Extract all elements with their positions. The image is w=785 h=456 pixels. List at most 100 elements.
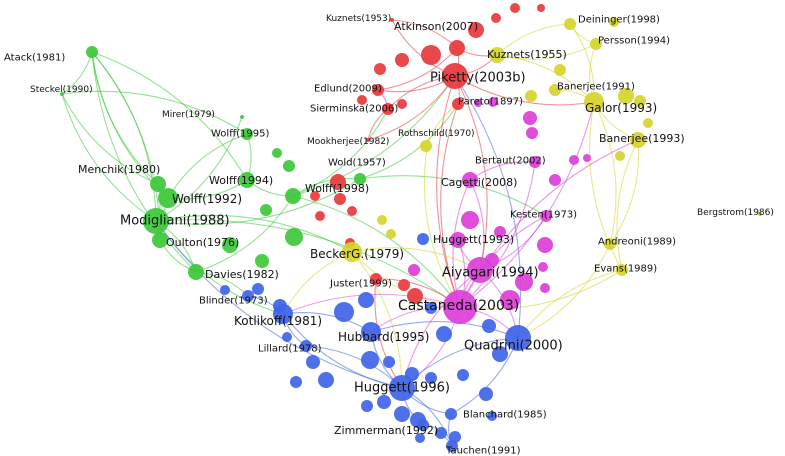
- network-node-galor1993[interactable]: [584, 92, 604, 112]
- network-node-castaneda2003[interactable]: [443, 290, 477, 324]
- network-node-bertaut2002[interactable]: [529, 156, 541, 168]
- network-node-banerjee1991[interactable]: [549, 84, 561, 96]
- network-node-unlabeled: [398, 279, 410, 291]
- network-node-unlabeled: [435, 427, 447, 439]
- network-node-unlabeled: [310, 191, 320, 201]
- network-node-juster1999[interactable]: [370, 273, 382, 285]
- network-node-oulton1976[interactable]: [152, 232, 168, 248]
- citation-link: [155, 178, 361, 225]
- network-node-unlabeled: [386, 229, 396, 239]
- node-label-menchik1980: Menchik(1980): [78, 163, 160, 176]
- network-node-edlund2009[interactable]: [372, 84, 384, 96]
- citation-link: [609, 139, 640, 245]
- network-node-unlabeled: [315, 211, 325, 221]
- node-label-lillard1978: Lillard(1978): [258, 344, 322, 355]
- network-node-pareto1897[interactable]: [452, 98, 464, 110]
- node-label-modigliani1988: Modigliani(1988): [120, 214, 230, 229]
- network-node-modigliani1988[interactable]: [143, 208, 169, 234]
- network-node-wold1957[interactable]: [354, 173, 366, 185]
- network-node-bergstrom1986[interactable]: [758, 212, 762, 216]
- network-node-wolff1995[interactable]: [241, 128, 253, 140]
- network-node-lillard1978[interactable]: [300, 340, 312, 352]
- citation-link: [61, 93, 159, 185]
- citation-link: [454, 75, 595, 106]
- network-node-mookherjee1982[interactable]: [366, 138, 370, 142]
- node-label-atkinson2007: Atkinson(2007): [394, 20, 478, 33]
- network-node-quadrini2000[interactable]: [505, 325, 531, 351]
- citation-link: [292, 195, 461, 308]
- network-node-unlabeled: [285, 228, 303, 246]
- network-node-unlabeled: [347, 206, 357, 216]
- network-node-sierminska2006[interactable]: [382, 103, 394, 115]
- network-node-davies1982[interactable]: [188, 264, 204, 280]
- network-node-unlabeled: [537, 237, 553, 253]
- node-label-beckerg1979: BeckerG.(1979): [310, 247, 404, 261]
- network-node-mirer1979[interactable]: [240, 115, 244, 119]
- network-node-kuznets1955[interactable]: [489, 47, 505, 63]
- network-node-unlabeled: [540, 283, 550, 293]
- node-label-blinder1973: Blinder(1973): [199, 296, 268, 307]
- node-label-cagetti2008: Cagetti(2008): [441, 176, 517, 189]
- network-node-hubbard1995[interactable]: [361, 322, 381, 342]
- citation-link: [155, 219, 461, 308]
- network-node-huggett1993[interactable]: [450, 232, 466, 248]
- citation-link: [589, 101, 623, 271]
- network-node-menchik1980[interactable]: [150, 176, 166, 192]
- network-node-andreoni1989[interactable]: [604, 238, 616, 250]
- citation-link: [359, 103, 459, 180]
- network-node-huggett1996[interactable]: [389, 375, 415, 401]
- citation-link: [351, 251, 403, 389]
- network-node-atack1981[interactable]: [86, 46, 98, 58]
- network-node-cagetti2008[interactable]: [462, 172, 478, 188]
- node-label-bergstrom1986: Bergstrom(1986): [697, 208, 774, 218]
- network-node-persson1994[interactable]: [590, 38, 602, 50]
- network-node-wolff1994[interactable]: [239, 172, 255, 188]
- network-node-kotlikoff1981[interactable]: [273, 304, 293, 324]
- network-node-unlabeled: [461, 211, 479, 229]
- network-node-unlabeled: [260, 204, 272, 216]
- network-node-wolff1998[interactable]: [285, 188, 301, 204]
- node-label-wolff1994: Wolff(1994): [209, 174, 273, 187]
- network-node-wolff1992[interactable]: [158, 188, 178, 208]
- node-label-hubbard1995: Hubbard(1995): [338, 330, 429, 344]
- network-node-unlabeled: [468, 22, 484, 38]
- network-node-unlabeled: [482, 319, 496, 333]
- network-node-atkinson2007[interactable]: [449, 40, 465, 56]
- network-node-unlabeled: [383, 356, 395, 368]
- node-label-pareto1897: Pareto(1897): [458, 97, 523, 108]
- network-node-piketty2003b[interactable]: [442, 63, 468, 89]
- network-node-unlabeled: [415, 433, 425, 443]
- node-label-sierminska2006: Sierminska(2006): [310, 104, 398, 115]
- network-node-unlabeled: [420, 140, 432, 152]
- network-node-unlabeled: [487, 411, 497, 421]
- network-node-steckel1990[interactable]: [60, 92, 64, 96]
- network-node-deininger1998[interactable]: [564, 18, 576, 30]
- network-node-rothschild1970[interactable]: [425, 146, 429, 150]
- node-label-persson1994: Persson(1994): [598, 36, 670, 47]
- network-node-zimmerman1992[interactable]: [410, 412, 426, 428]
- network-node-unlabeled: [436, 326, 452, 342]
- network-node-tauchen1991[interactable]: [446, 440, 458, 452]
- network-node-banerjee1993[interactable]: [630, 132, 646, 148]
- node-label-juster1999: Juster(1999): [329, 279, 392, 290]
- network-node-evans1989[interactable]: [616, 264, 628, 276]
- network-node-unlabeled: [479, 387, 493, 401]
- citation-link: [292, 75, 456, 197]
- network-node-aiyagari1994[interactable]: [467, 257, 493, 283]
- node-label-kesten1973: Kesten(1973): [510, 210, 577, 221]
- network-node-unlabeled: [537, 4, 545, 12]
- network-node-blanchard1985[interactable]: [445, 408, 457, 420]
- network-node-kuznets1953[interactable]: [390, 18, 394, 22]
- network-node-unlabeled: [549, 174, 561, 186]
- network-node-beckerg1979[interactable]: [342, 242, 362, 262]
- network-node-unlabeled: [425, 372, 437, 384]
- network-node-unlabeled: [417, 233, 429, 245]
- node-label-banerjee1993: Banerjee(1993): [599, 132, 685, 145]
- network-node-blinder1973[interactable]: [242, 290, 254, 302]
- network-node-kesten1973[interactable]: [540, 210, 552, 222]
- citation-link: [496, 23, 571, 56]
- network-node-unlabeled: [554, 64, 566, 76]
- node-label-castaneda2003: Castaneda(2003): [398, 298, 519, 314]
- citation-link: [91, 51, 248, 181]
- node-label-mirer1979: Mirer(1979): [162, 110, 215, 120]
